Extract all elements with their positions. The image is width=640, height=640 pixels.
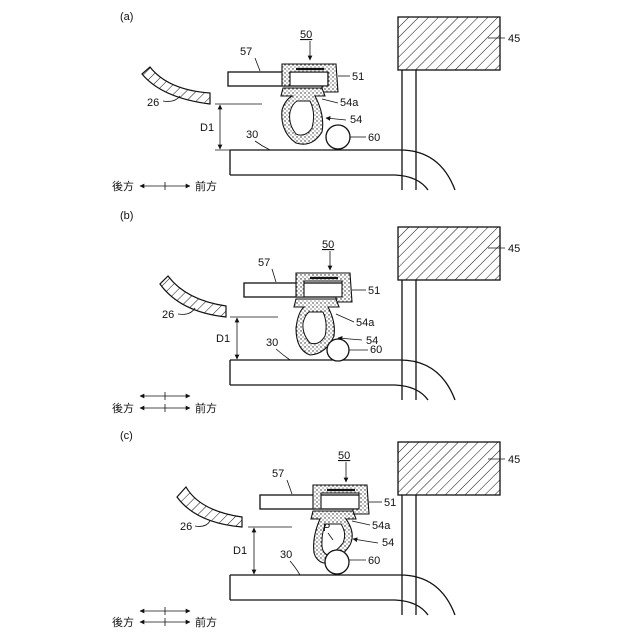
ball-60: [327, 339, 349, 361]
label-retainer: 51: [368, 285, 380, 297]
ball-60: [326, 125, 350, 149]
panel-c: (c) 45 26 57 51 50 P 54a 54 60 30: [112, 430, 520, 629]
label-hollow: 54: [382, 537, 394, 549]
dir-rear: 後方: [112, 401, 134, 415]
label-ball: 60: [368, 555, 380, 567]
dir-front: 前方: [195, 179, 217, 193]
label-seal: 50: [338, 450, 350, 462]
label-lip: 54a: [340, 97, 359, 109]
label-lip: 54a: [356, 317, 375, 329]
label-panel: 57: [258, 257, 270, 269]
panel-tag: (b): [120, 210, 133, 222]
label-panel: 57: [272, 468, 284, 480]
label-door: 26: [162, 309, 174, 321]
label-body: 30: [266, 337, 278, 349]
panel-57: [228, 72, 328, 86]
label-gap: D1: [216, 333, 230, 345]
ball-60: [325, 550, 349, 574]
label-wall: 45: [508, 243, 520, 255]
panel-tag: (a): [120, 11, 133, 23]
label-wall: 45: [508, 454, 520, 466]
label-ball: 60: [368, 132, 380, 144]
label-retainer: 51: [384, 497, 396, 509]
label-hollow: 54: [350, 114, 362, 126]
label-door: 26: [147, 97, 159, 109]
label-gap: D1: [200, 122, 214, 134]
panel-a: (a) 45 26 57 51 50 54a 54 60 30: [112, 11, 520, 193]
dir-front: 前方: [195, 615, 217, 629]
panel-57: [244, 283, 344, 297]
panel-57: [260, 495, 360, 509]
label-wall: 45: [508, 33, 520, 45]
label-retainer: 51: [352, 71, 364, 83]
label-seal: 50: [322, 239, 334, 251]
label-gap: D1: [233, 545, 247, 557]
dir-front: 前方: [195, 401, 217, 415]
dir-rear: 後方: [112, 179, 134, 193]
label-seal: 50: [300, 29, 312, 41]
label-body: 30: [280, 549, 292, 561]
dir-rear: 後方: [112, 615, 134, 629]
panel-b: (b) 45 26 57 51 50 54a 54 60 30: [112, 210, 520, 415]
panel-tag: (c): [120, 430, 133, 442]
label-door: 26: [180, 521, 192, 533]
label-lip: 54a: [372, 520, 391, 532]
label-panel: 57: [240, 46, 252, 58]
label-body: 30: [246, 129, 258, 141]
label-ball: 60: [370, 344, 382, 356]
label-point: P: [323, 522, 330, 534]
